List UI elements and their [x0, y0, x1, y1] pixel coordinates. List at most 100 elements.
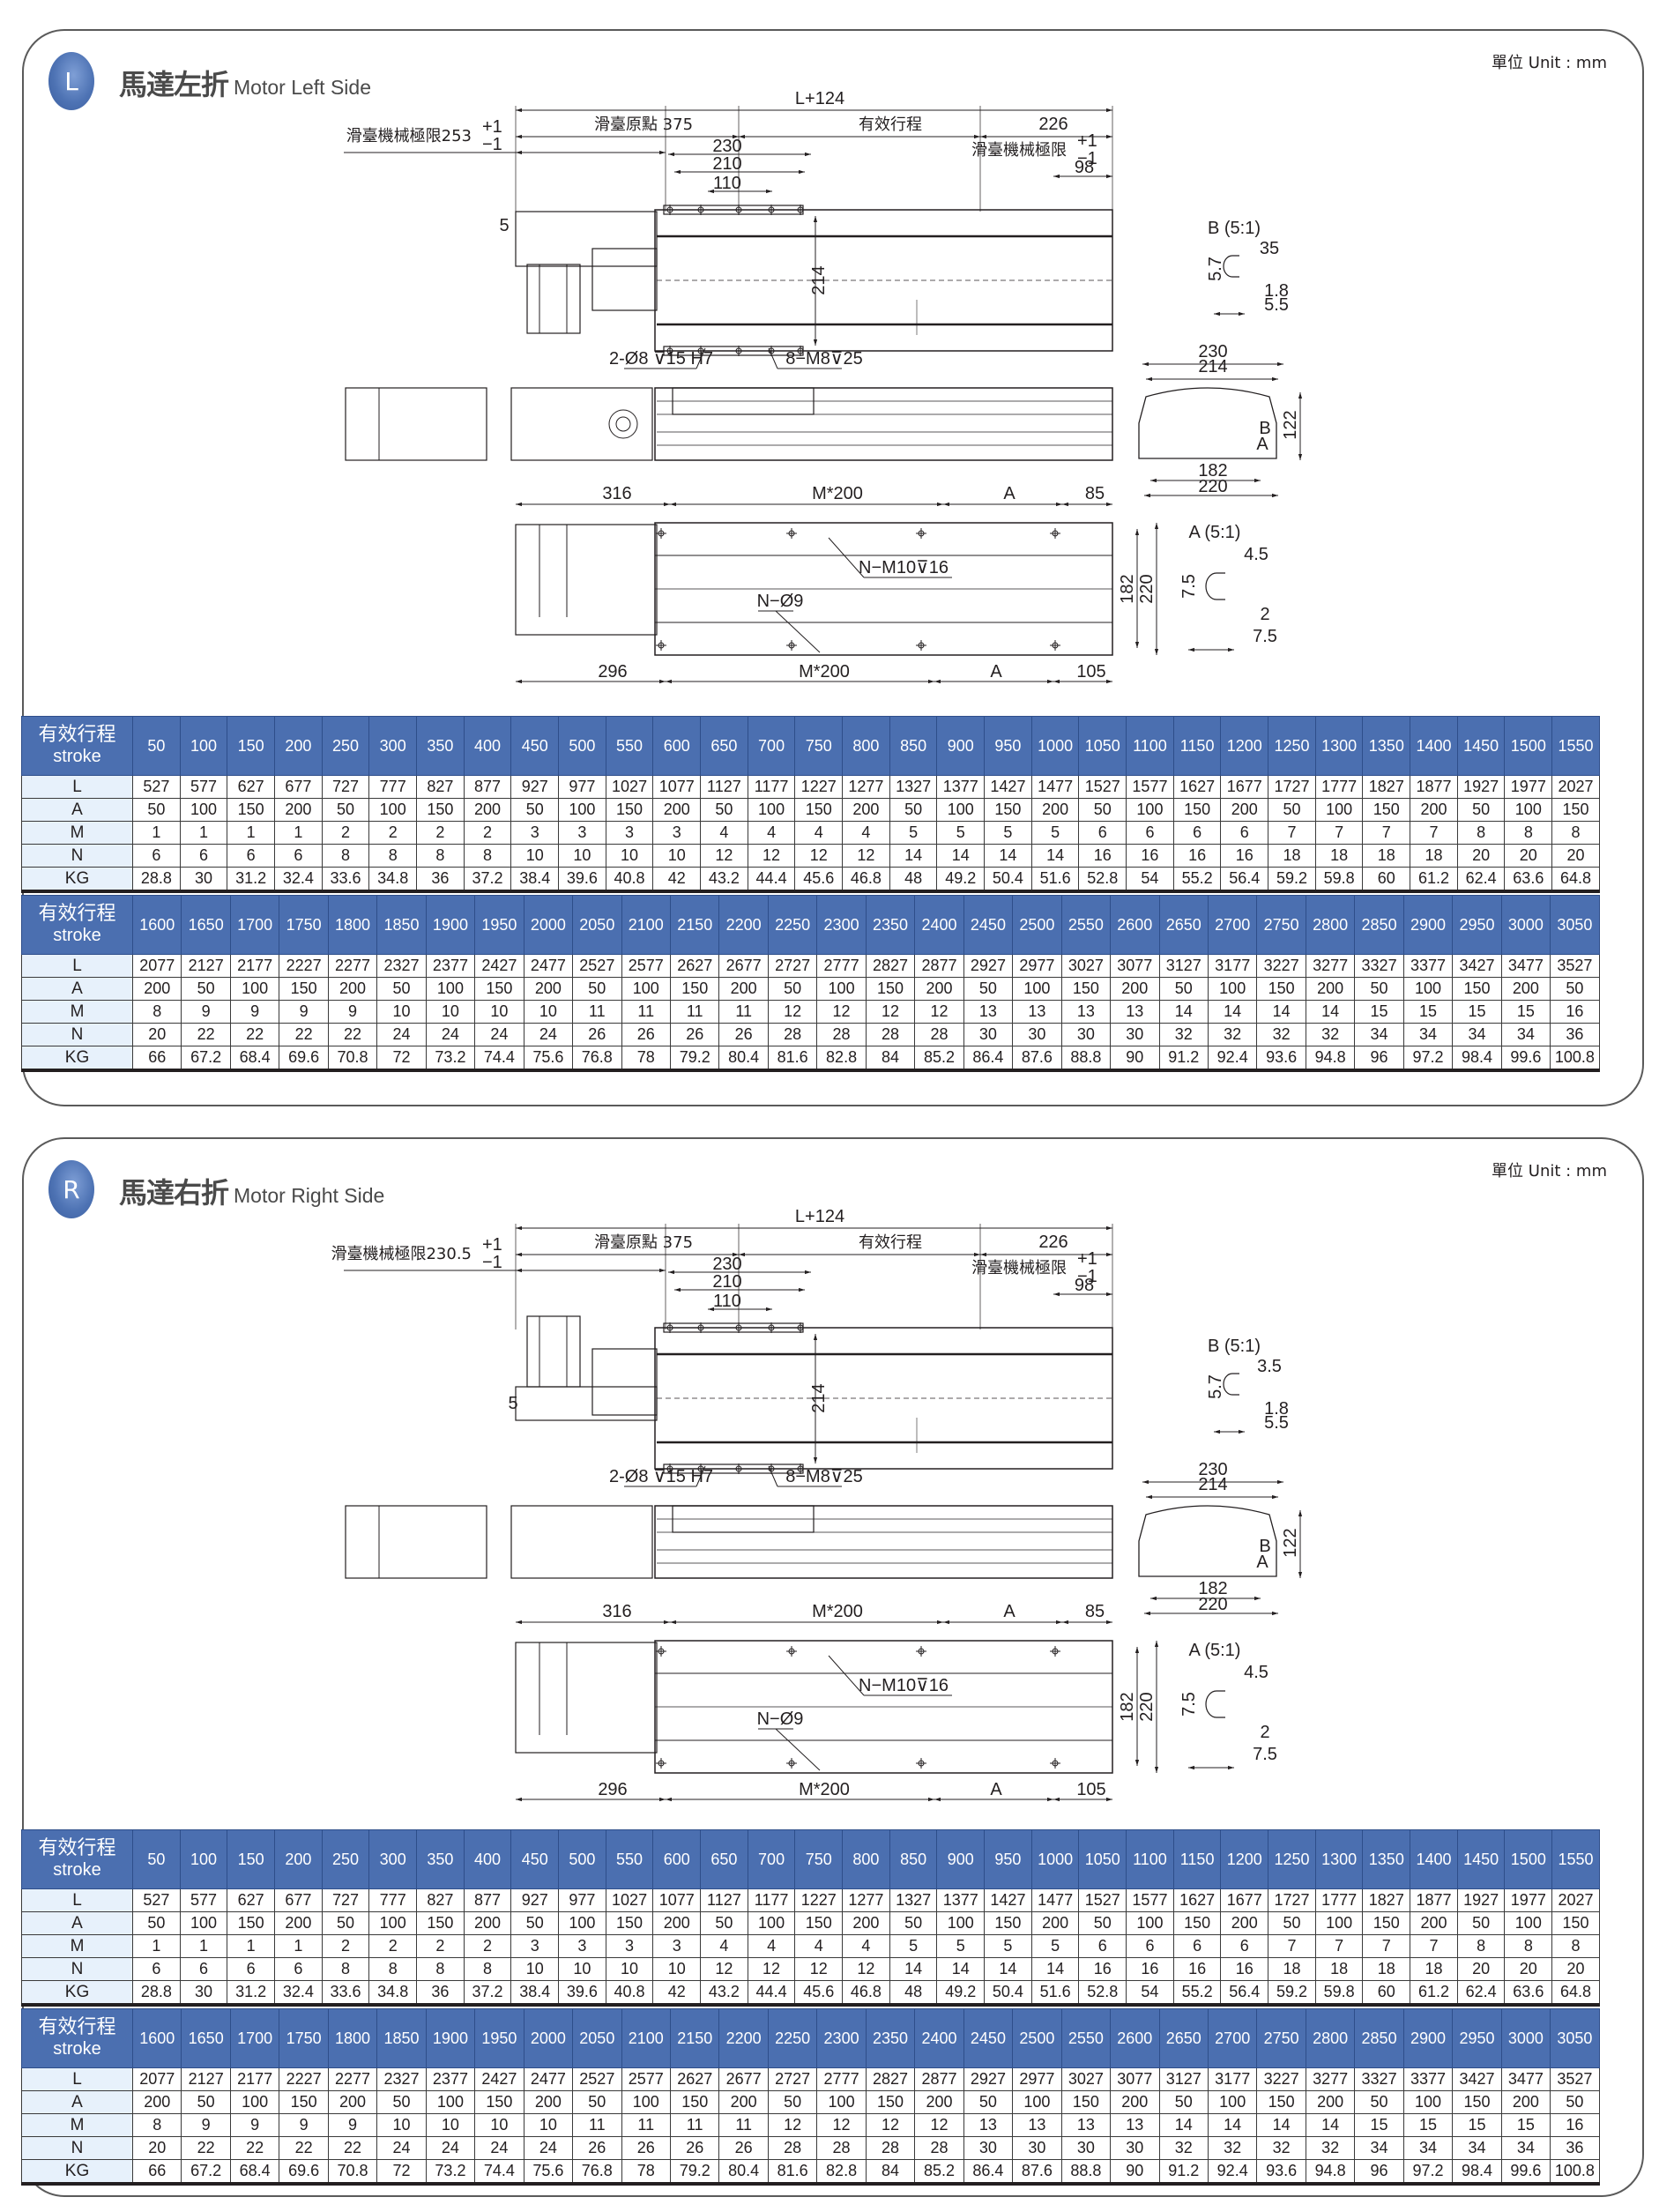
stroke-value: 2600	[1110, 895, 1160, 955]
table-cell: 2277	[327, 2067, 378, 2091]
table-cell: 49.2	[936, 1980, 986, 2007]
stroke-value: 1950	[474, 2008, 524, 2068]
table-cell: 150	[865, 977, 916, 1001]
table-cell: 50	[181, 2090, 231, 2114]
table-cell: 37.2	[463, 1980, 512, 2007]
table-cell: 18	[1314, 844, 1364, 868]
table-cell: 5	[1030, 1934, 1080, 1958]
table-cell: 48	[889, 1980, 938, 2007]
table-cell: 2	[368, 821, 418, 845]
table-cell: 200	[327, 977, 378, 1001]
stroke-value: 1250	[1268, 716, 1316, 776]
end-view-profile	[1138, 387, 1277, 459]
table-cell: 5	[984, 821, 1032, 845]
stroke-value: 100	[179, 716, 228, 776]
table-cell: 10	[474, 1000, 524, 1024]
table-cell: 28	[816, 1023, 867, 1046]
table-cell: 150	[1551, 1911, 1600, 1935]
table-cell: 5	[889, 1934, 938, 1958]
table-cell: 777	[368, 775, 418, 799]
table-cell: 2	[463, 821, 512, 845]
bottom-dim: A	[1003, 1602, 1015, 1621]
table-cell: 1977	[1504, 1888, 1553, 1912]
table-cell: 45.6	[794, 1980, 844, 2007]
stroke-value: 1200	[1220, 716, 1269, 776]
table-cell: 1	[132, 1934, 181, 1958]
table-cell: 50.4	[984, 867, 1032, 893]
stroke-value: 200	[274, 716, 323, 776]
stroke-value: 2950	[1452, 2008, 1502, 2068]
table-cell: 75.6	[523, 1046, 574, 1072]
stroke-header-cn: 有效行程	[38, 2016, 116, 2038]
table-cell: 20	[131, 2136, 182, 2160]
table-cell: 100	[1012, 2090, 1062, 2114]
table-cell: 1	[227, 821, 276, 845]
slider-side	[672, 1505, 815, 1533]
table-cell: 7	[1362, 1934, 1411, 1958]
table-cell: 3177	[1207, 954, 1258, 978]
table-cell: 7	[1314, 1934, 1364, 1958]
table-cell: 2	[321, 1934, 370, 1958]
bottom-dim: 316	[602, 484, 631, 503]
table-cell: 30	[963, 2136, 1014, 2160]
table-cell: 31.2	[227, 1980, 276, 2007]
motor-side	[510, 1505, 653, 1579]
table-cell: 50	[1456, 798, 1506, 822]
table-cell: 15	[1402, 2113, 1454, 2137]
table-cell: 20	[131, 1023, 182, 1046]
table-cell: 75.6	[523, 2159, 574, 2186]
stroke-value: 2700	[1207, 895, 1258, 955]
table-cell: 3527	[1550, 2067, 1600, 2091]
table-cell: 3427	[1452, 2067, 1502, 2091]
table-cell: 50	[510, 1911, 560, 1935]
table-cell: 2927	[963, 954, 1014, 978]
tolerance-minus: −1	[1077, 149, 1097, 168]
row-label: KG	[21, 2159, 133, 2186]
table-cell: 10	[605, 844, 654, 868]
stroke-value: 2800	[1305, 2008, 1356, 2068]
table-cell: 26	[718, 2136, 769, 2160]
table-cell: 627	[227, 775, 276, 799]
table-cell: 1177	[747, 775, 796, 799]
stroke-value: 3000	[1500, 895, 1551, 955]
table-cell: 1727	[1268, 1888, 1316, 1912]
table-cell: 5	[1030, 821, 1080, 845]
table-cell: 1277	[842, 775, 890, 799]
stroke-header-en: stroke	[53, 2039, 101, 2059]
table-cell: 50	[1078, 1911, 1127, 1935]
table-cell: 84	[865, 2159, 916, 2186]
table-cell: 15	[1500, 1000, 1551, 1024]
table-cell: 150	[474, 977, 524, 1001]
stroke-value: 1650	[181, 895, 231, 955]
stroke-value: 2550	[1060, 895, 1112, 955]
table-cell: 91.2	[1158, 2159, 1209, 2186]
table-cell: 2	[416, 1934, 465, 1958]
table-cell: 50	[376, 2090, 427, 2114]
row-label: M	[21, 821, 133, 845]
table-cell: 527	[132, 1888, 181, 1912]
table-cell: 50	[1158, 2090, 1209, 2114]
table-cell: 1077	[652, 775, 702, 799]
table-cell: 9	[279, 2113, 329, 2137]
table-cell: 26	[621, 2136, 671, 2160]
table-cell: 50	[1550, 977, 1600, 1001]
stroke-value: 1800	[327, 2008, 378, 2068]
title-cn: 馬達右折	[119, 1176, 229, 1210]
stroke-value: 2350	[865, 2008, 916, 2068]
bottom-side-dim: 220	[1137, 574, 1157, 603]
stroke-value: 1150	[1172, 1829, 1222, 1889]
table-cell: 18	[1268, 844, 1316, 868]
table-cell: 52.8	[1078, 867, 1127, 893]
table-cell: 30	[1110, 2136, 1160, 2160]
table-cell: 1577	[1126, 775, 1174, 799]
table-cell: 16	[1220, 1957, 1269, 1981]
stroke-value: 1150	[1172, 716, 1222, 776]
table-cell: 2577	[621, 2067, 671, 2091]
table-cell: 88.8	[1060, 1046, 1112, 1072]
table-cell: 3527	[1550, 954, 1600, 978]
table-cell: 14	[936, 1957, 986, 1981]
table-cell: 150	[1172, 798, 1222, 822]
